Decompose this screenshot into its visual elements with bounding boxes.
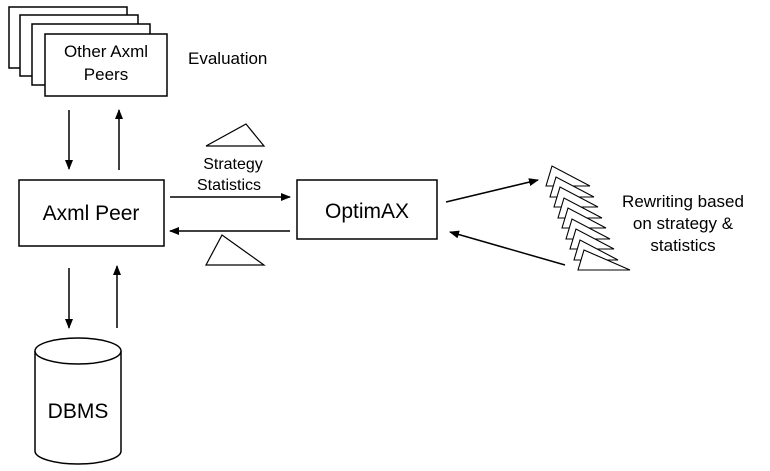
result-triangle-icon (205, 234, 266, 266)
strategy-label: Strategy (203, 156, 263, 173)
optimax-box (296, 179, 438, 240)
other-peers-label-line1: Other Axml (64, 42, 148, 61)
dbms-label: DBMS (48, 400, 109, 423)
rewriting-label-line1: Rewriting based (622, 192, 744, 211)
statistics-label: Statistics (197, 177, 261, 194)
dbms-cylinder (34, 337, 122, 465)
other-peers-stack (8, 6, 168, 97)
evaluation-label: Evaluation (188, 49, 267, 68)
other-peers-box (44, 33, 168, 97)
rewriting-triangles-stack (545, 165, 631, 271)
axml-peer-box (18, 179, 165, 247)
arrow-optimax-to-rewritings (445, 178, 539, 203)
rewriting-label-line2: on strategy & (633, 214, 734, 233)
strategy-triangle-icon (205, 123, 266, 147)
arrow-rewritings-to-optimax (449, 230, 566, 266)
other-peers-label-line2: Peers (84, 65, 128, 84)
rewriting-label-line3: statistics (650, 236, 715, 255)
optimax-label: OptimAX (325, 200, 409, 223)
axml-peer-label: Axml Peer (43, 202, 140, 225)
